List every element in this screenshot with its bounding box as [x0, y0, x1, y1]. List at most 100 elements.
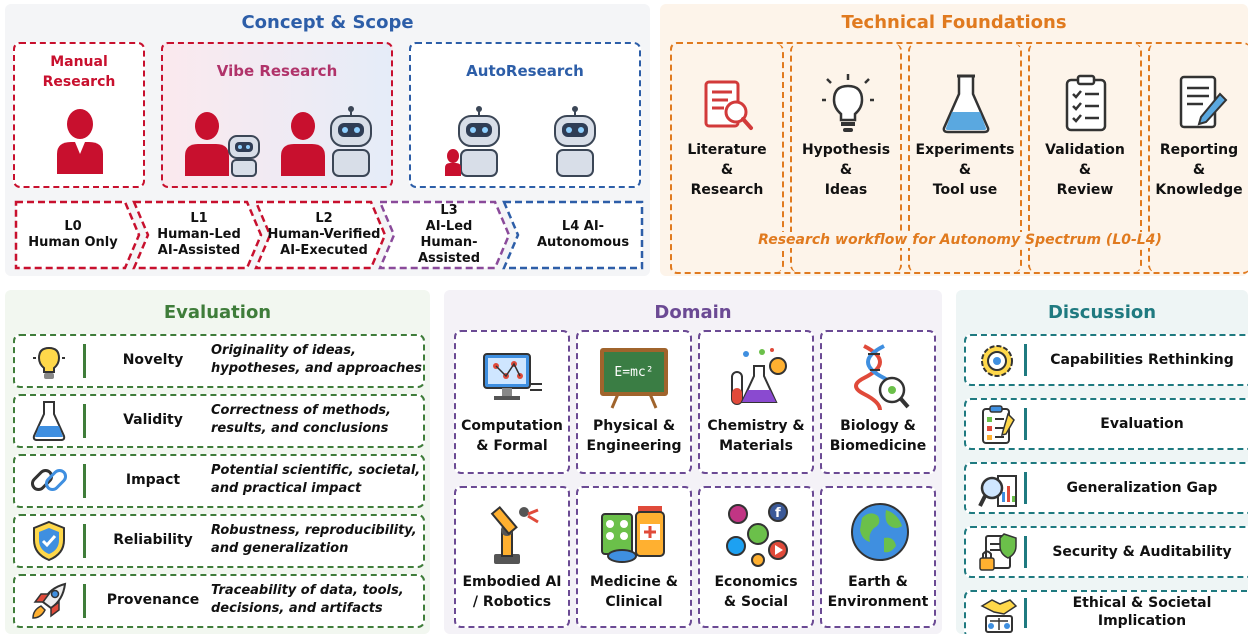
evaluation-panel: Evaluation Novelty Originality of ideas,… — [5, 290, 430, 634]
earth-label: Earth & Environment — [827, 574, 929, 610]
concept-title: Concept & Scope — [241, 12, 414, 33]
svg-text:f: f — [775, 506, 781, 521]
human-robot-small-icon — [185, 112, 260, 177]
validity-desc: Correctness of methods, results, and con… — [211, 403, 391, 436]
eval-row-reliability: Reliability Robustness, reproducibility,… — [13, 514, 425, 568]
experiments-card: Experiments & Tool use — [908, 44, 1022, 272]
rocket-icon — [32, 582, 67, 619]
document-lock-icon — [979, 533, 1017, 571]
impact-name: Impact — [125, 472, 181, 488]
provenance-desc: Traceability of data, tools, decisions, … — [211, 583, 404, 616]
generalization-label: Generalization Gap — [1066, 480, 1218, 496]
level-l3-label: L3 AI-Led Human-Assisted — [417, 203, 481, 266]
economics-label: Economics & Social — [714, 574, 798, 610]
manual-research-label: Manual Research — [42, 54, 116, 90]
computer-network-icon — [483, 353, 542, 400]
experiments-label: Experiments & Tool use — [915, 142, 1015, 198]
eval-row-validity: Validity Correctness of methods, results… — [13, 394, 425, 448]
level-l2-label: L2 Human-Verified AI-Executed — [267, 211, 381, 258]
domain-chemistry: Chemistry & Materials — [698, 330, 814, 474]
technical-title: Technical Foundations — [841, 12, 1067, 33]
eval-row-impact: Impact Potential scientific, societal, a… — [13, 454, 425, 508]
level-l3-shape — [378, 200, 511, 270]
discussion-evaluation: Evaluation — [964, 398, 1248, 450]
impact-divider — [83, 464, 86, 498]
clipboard-check-icon — [982, 405, 1015, 444]
level-l2-shape — [254, 200, 387, 270]
generalization-divider — [1024, 472, 1027, 504]
globe-icon — [851, 503, 909, 561]
discussion-security: Security & Auditability — [964, 526, 1248, 578]
level-l4-label: L4 AI- Autonomous — [536, 219, 630, 250]
robot-human-small-icon — [445, 106, 500, 177]
social-media-icon: f — [726, 502, 788, 567]
provenance-name: Provenance — [106, 592, 200, 608]
domain-panel: Domain Computation & Formal E=mc² Physic… — [444, 290, 942, 634]
chart-magnifier-icon — [978, 475, 1017, 507]
impact-desc: Potential scientific, societal, and prac… — [211, 463, 421, 496]
validity-divider — [83, 404, 86, 438]
validation-card: Validation & Review — [1028, 44, 1142, 272]
domain-computation: Computation & Formal — [454, 330, 570, 474]
computation-label: Computation & Formal — [461, 418, 563, 454]
security-divider — [1024, 536, 1027, 568]
human-robot-equal-icon — [281, 106, 372, 177]
technical-caption: Research workflow for Autonomy Spectrum … — [680, 232, 1240, 248]
domain-earth: Earth & Environment — [820, 486, 936, 628]
level-l4-shape — [502, 200, 644, 270]
technical-panel: Technical Foundations Literature & Resea… — [660, 4, 1248, 276]
lab-equipment-icon — [731, 348, 787, 405]
literature-search-icon — [704, 80, 753, 130]
evaluation-divider — [1024, 408, 1027, 440]
physical-label: Physical & Engineering — [586, 418, 682, 454]
robot-arm-icon — [490, 505, 539, 564]
capabilities-label: Capabilities Rethinking — [1050, 352, 1234, 368]
lightbulb-icon — [822, 74, 874, 132]
security-label: Security & Auditability — [1052, 544, 1232, 560]
medicine-icon — [601, 506, 665, 563]
discussion-panel: Discussion Capabilities Rethinking Evalu… — [956, 290, 1248, 634]
medicine-label: Medicine & Clinical — [590, 574, 678, 610]
lightbulb-icon — [33, 346, 65, 379]
vibe-research-label: Vibe Research — [216, 62, 338, 80]
domain-medicine: Medicine & Clinical — [576, 486, 692, 628]
evaluation-title: Evaluation — [163, 302, 272, 323]
embodied-label: Embodied AI / Robotics — [462, 574, 562, 610]
level-l1-shape — [132, 200, 263, 270]
literature-label: Literature & Research — [687, 142, 767, 198]
checklist-icon — [1065, 74, 1107, 132]
discussion-capabilities: Capabilities Rethinking — [964, 334, 1248, 386]
level-l0-label: L0 Human Only — [28, 219, 118, 250]
reliability-desc: Robustness, reproducibility, and general… — [211, 523, 417, 556]
discussion-generalization: Generalization Gap — [964, 462, 1248, 514]
discussion-ethical: Ethical & Societal Implication — [964, 590, 1248, 634]
reliability-name: Reliability — [113, 532, 193, 548]
robot-icon — [554, 106, 596, 177]
chain-link-icon — [30, 468, 68, 492]
chalkboard-formula: E=mc² — [614, 364, 654, 380]
dna-icon — [854, 344, 910, 411]
chemistry-label: Chemistry & Materials — [707, 418, 805, 454]
hypothesis-card: Hypothesis & Ideas — [790, 44, 902, 272]
novelty-desc: Originality of ideas, hypotheses, and ap… — [211, 343, 422, 376]
domain-title: Domain — [654, 302, 732, 323]
ethical-label: Ethical & Societal Implication — [1072, 595, 1212, 629]
capabilities-divider — [1024, 344, 1027, 376]
hypothesis-label: Hypothesis & Ideas — [801, 142, 891, 198]
concept-panel: Concept & Scope Manual Research Vibe Res… — [5, 4, 650, 276]
autoresearch-label: AutoResearch — [466, 62, 584, 80]
report-pencil-icon — [1179, 75, 1228, 129]
easel-legs — [610, 393, 658, 409]
eval-row-novelty: Novelty Originality of ideas, hypotheses… — [13, 334, 425, 388]
reporting-label: Reporting & Knowledge — [1155, 142, 1243, 198]
human-icon — [57, 109, 103, 174]
discussion-evaluation-label: Evaluation — [1100, 416, 1184, 432]
vibe-research-box: Vibe Research — [161, 42, 393, 188]
discussion-title: Discussion — [1047, 302, 1157, 323]
shield-check-icon — [33, 520, 65, 562]
reporting-card: Reporting & Knowledge — [1148, 44, 1248, 272]
validity-name: Validity — [123, 412, 183, 428]
ethical-divider — [1024, 598, 1027, 628]
novelty-name: Novelty — [122, 352, 184, 368]
level-l1-label: L1 Human-Led AI-Assisted — [157, 211, 241, 258]
